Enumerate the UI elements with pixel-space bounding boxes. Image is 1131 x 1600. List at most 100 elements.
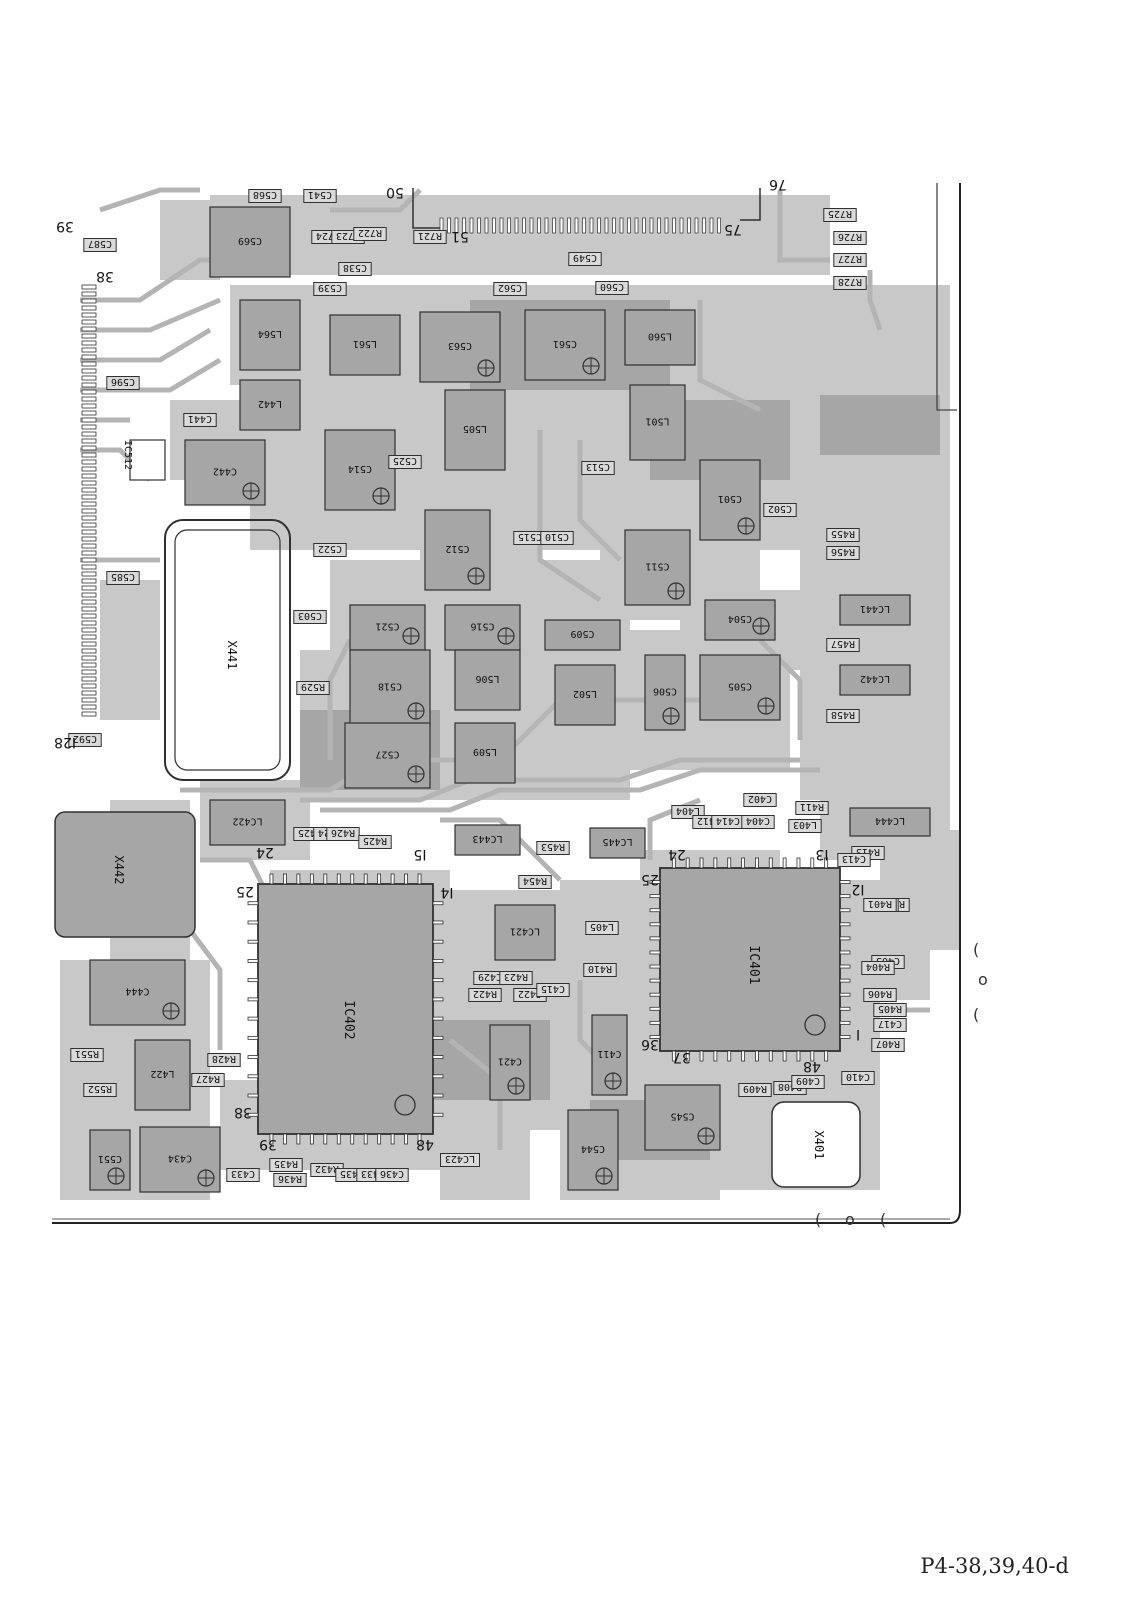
smd-label-box: [540, 531, 574, 545]
ic-pin: [649, 978, 661, 983]
connector-pad: [81, 613, 97, 619]
component-body: [494, 904, 556, 961]
page-footer-label: P4-38,39,40-d: [920, 1554, 1069, 1578]
ic-pin: [782, 857, 787, 869]
pin-number: 39: [259, 1136, 277, 1152]
connector-pad: [81, 389, 97, 395]
polarity-cross: [663, 708, 679, 724]
smd-label-box: [518, 875, 552, 889]
smd-label-box: [248, 189, 282, 203]
part-label: LC445: [602, 836, 632, 847]
ic-pin: [247, 939, 259, 944]
smd-label: C436: [380, 1168, 404, 1179]
mounting-mark: (: [973, 940, 979, 959]
smd-label-box: [68, 733, 102, 747]
connector-pad: [81, 648, 97, 654]
connector-pad: [81, 627, 97, 633]
connector-pin: [694, 217, 699, 234]
part-label: C518: [378, 681, 402, 692]
component-body: [544, 619, 621, 651]
ic-pin: [336, 1133, 341, 1145]
ic-pin: [649, 1035, 661, 1039]
component-body: [567, 1109, 619, 1191]
pin-number: 25: [236, 883, 254, 899]
smd-label: C429: [478, 971, 502, 982]
smd-label: R425: [363, 835, 387, 846]
ic-pin: [350, 873, 355, 885]
smd-label-box: [191, 1073, 225, 1087]
smd-label-box: [536, 983, 570, 997]
ic-pin: [404, 873, 408, 885]
smd-label: C425: [298, 827, 322, 838]
component-body: [699, 654, 781, 721]
part-label: L506: [475, 673, 499, 684]
ic-pin: [839, 922, 851, 927]
ic-pin: [247, 997, 259, 1002]
polarity-cross: [605, 1073, 621, 1089]
smd-label-box: [296, 681, 330, 695]
smd-label-box: [83, 1083, 117, 1097]
part-label: L501: [645, 416, 669, 427]
ic402-pin1-mark: [394, 1094, 416, 1116]
ic-pin: [363, 873, 368, 885]
ic-pin: [839, 908, 851, 913]
trace: [99, 187, 200, 213]
pin-number: 25: [641, 871, 659, 887]
trace: [440, 817, 562, 882]
smd-label-box: [183, 413, 217, 427]
connector-pad: [81, 704, 97, 710]
smd-label-box: [871, 1038, 905, 1052]
smd-label: R436: [278, 1173, 302, 1184]
ic512-body: [129, 439, 166, 481]
pin-number: 39: [56, 218, 74, 234]
component-body: [184, 439, 266, 506]
connector-pin: [657, 217, 661, 234]
polarity-cross: [108, 1168, 124, 1184]
pin-number: I3: [815, 846, 828, 862]
connector-pin: [672, 217, 676, 234]
connector-pad: [81, 655, 97, 661]
connector-pad: [81, 487, 97, 493]
smd-label-box: [269, 1158, 303, 1172]
smd-label: C422: [518, 988, 542, 999]
ic-pin: [824, 857, 829, 869]
pin-number: 50: [386, 184, 404, 200]
ic-pin: [432, 1074, 444, 1079]
polarity-cross: [583, 358, 599, 374]
connector-pin: [469, 217, 474, 234]
smd-label: C541: [308, 189, 332, 200]
connector-pad: [81, 459, 97, 465]
connector-pad: [81, 291, 97, 297]
part-label: LC422: [232, 816, 262, 827]
smd-label: R552: [88, 1083, 112, 1094]
smd-label-box: [833, 253, 867, 267]
smd-label-box: [738, 1083, 772, 1097]
ic-pin: [390, 873, 395, 885]
smd-label-box: [226, 1168, 260, 1182]
smd-label-box: [207, 1053, 241, 1067]
polarity-cross: [408, 703, 424, 719]
ic402-body: [257, 883, 434, 1135]
ic-pin: [768, 1050, 773, 1062]
smd-label-box: [536, 841, 570, 855]
smd-label-box: [375, 1168, 409, 1182]
ic-pin: [649, 880, 661, 884]
connector-pin: [514, 217, 519, 234]
part-label: IC512: [122, 440, 133, 470]
connector-pin: [582, 217, 586, 234]
smd-label-box: [873, 1018, 907, 1032]
crystal-x401: [771, 1101, 861, 1188]
connector-pad: [81, 571, 97, 577]
connector-pad: [81, 683, 97, 689]
polarity-cross: [408, 766, 424, 782]
ic-pin: [247, 920, 259, 925]
smd-label-box: [741, 815, 775, 829]
smd-label: R401: [868, 898, 892, 909]
connector-pad: [81, 592, 97, 598]
connector-pad: [81, 347, 97, 353]
smd-label-box: [106, 376, 140, 390]
smd-label-box: [293, 610, 327, 624]
smd-label: C562: [498, 282, 522, 293]
component-body: [699, 459, 761, 541]
connector-pad: [81, 382, 97, 388]
